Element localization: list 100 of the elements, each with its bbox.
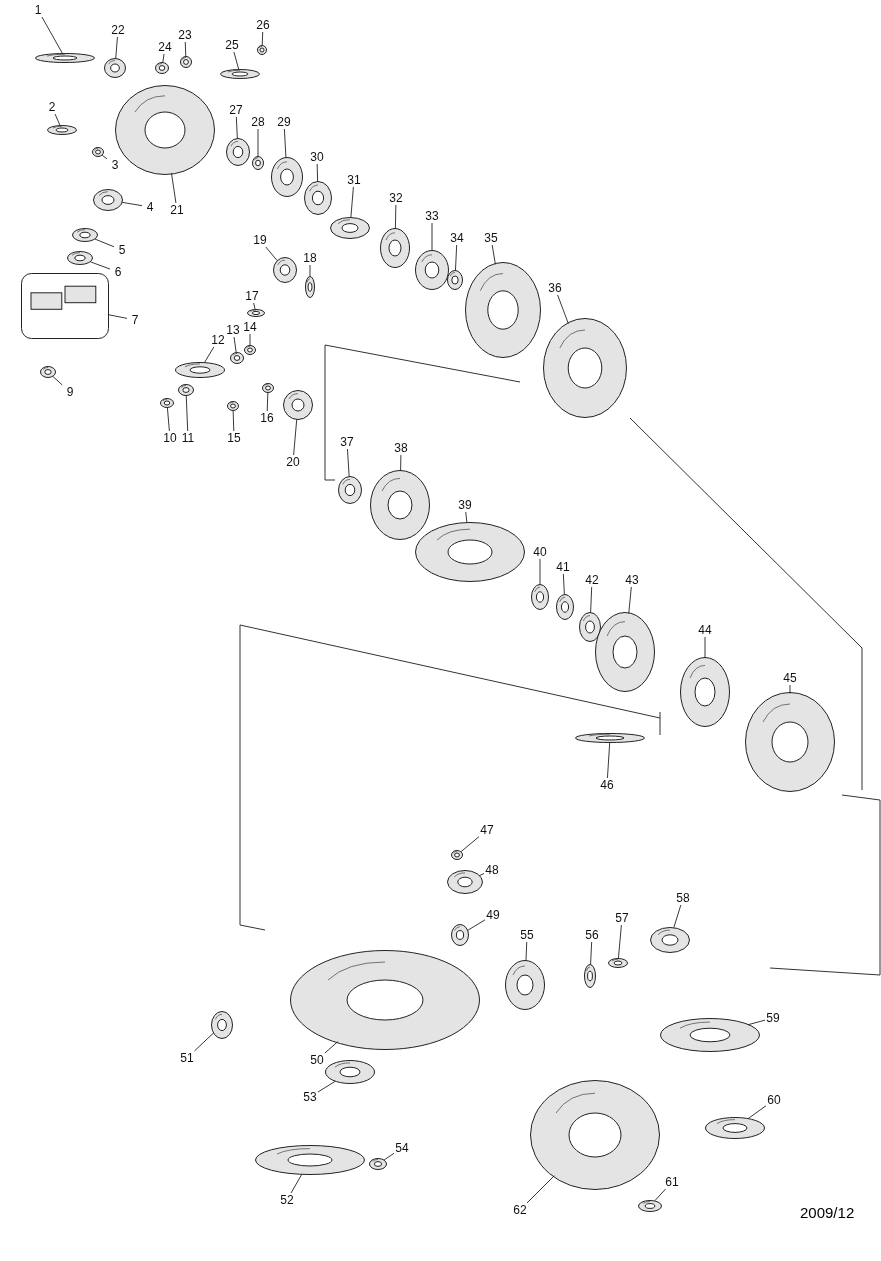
part-drawing (40, 366, 56, 378)
part-drawing (230, 352, 244, 364)
part-drawing (369, 1158, 387, 1170)
leader-line (562, 573, 565, 595)
callout-number: 28 (250, 115, 266, 129)
leader-line (232, 410, 235, 432)
leader-line (347, 448, 350, 477)
callout-number: 44 (697, 623, 713, 637)
callout-number: 3 (107, 158, 123, 172)
leader-line (41, 16, 63, 54)
callout-number: 41 (555, 560, 571, 574)
part-drawing (451, 850, 463, 860)
leader-line (673, 904, 682, 929)
leader-line (290, 1173, 303, 1194)
callout-number: 42 (584, 573, 600, 587)
callout-number: 18 (302, 251, 318, 265)
leader-line (162, 53, 165, 63)
part-drawing (638, 1200, 662, 1212)
leader-line (704, 636, 706, 659)
part-drawing (262, 383, 274, 393)
leader-line (266, 392, 269, 412)
part-drawing (226, 138, 250, 166)
part-drawing (415, 522, 525, 582)
callout-number: 47 (479, 823, 495, 837)
leader-line (171, 172, 177, 204)
callout-number: 57 (614, 911, 630, 925)
callout-number: 7 (127, 313, 143, 327)
leader-line (526, 1175, 555, 1204)
part-drawing (745, 692, 835, 792)
leader-line (465, 511, 468, 524)
leader-line (316, 163, 319, 182)
leader-line (54, 113, 61, 126)
callout-number: 59 (765, 1011, 781, 1025)
callout-number: 14 (242, 320, 258, 334)
leader-line (455, 244, 458, 271)
part-drawing (380, 228, 410, 268)
part-drawing (92, 147, 104, 157)
leader-line (193, 1032, 214, 1052)
part-drawing (257, 45, 267, 55)
leader-line (590, 586, 593, 613)
leader-line (539, 558, 541, 585)
callout-number: 10 (162, 431, 178, 445)
part-drawing (283, 390, 313, 420)
callout-number: 52 (279, 1193, 295, 1207)
leader-line (479, 873, 485, 876)
part-drawing (465, 262, 541, 358)
leader-line (184, 41, 187, 57)
part-drawing (451, 924, 469, 946)
leader-line (324, 1041, 339, 1054)
callout-number: 54 (394, 1141, 410, 1155)
part-drawing (705, 1117, 765, 1139)
part-drawing (608, 958, 628, 968)
leader-line (628, 586, 632, 614)
callout-number: 62 (512, 1203, 528, 1217)
leader-line (394, 204, 397, 230)
date-label: 2009/12 (800, 1204, 855, 1221)
leader-line (233, 336, 237, 353)
leader-line (525, 941, 528, 962)
leader-line (747, 1105, 767, 1119)
callout-number: 12 (210, 333, 226, 347)
callout-number: 15 (226, 431, 242, 445)
leader-line (293, 419, 298, 456)
callout-number: 6 (110, 265, 126, 279)
callout-number: 5 (114, 243, 130, 257)
part-drawing (93, 189, 123, 211)
callout-number: 16 (259, 411, 275, 425)
leader-line (607, 742, 611, 779)
callout-number: 4 (142, 200, 158, 214)
part-drawing (211, 1011, 233, 1039)
callout-number: 11 (180, 431, 196, 445)
callout-number: 26 (255, 18, 271, 32)
callout-number: 38 (393, 441, 409, 455)
part-drawing (273, 257, 297, 283)
part-drawing (271, 157, 303, 197)
part-drawing (175, 362, 225, 378)
leader-line (101, 154, 108, 160)
part-drawing (531, 584, 549, 610)
callout-number: 53 (302, 1090, 318, 1104)
callout-number: 25 (224, 38, 240, 52)
callout-number: 17 (244, 289, 260, 303)
part-drawing (650, 927, 690, 953)
part-drawing (244, 345, 256, 355)
part-drawing (584, 964, 596, 988)
callout-number: 39 (457, 498, 473, 512)
callout-number: 40 (532, 545, 548, 559)
leader-line (261, 31, 264, 46)
leader-line (400, 454, 402, 472)
callout-number: 2 (44, 100, 60, 114)
leader-line (108, 314, 128, 319)
part-drawing (579, 612, 601, 642)
part-drawing (67, 251, 93, 265)
leader-line (654, 1188, 667, 1202)
part-drawing (247, 309, 265, 317)
leader-line (383, 1152, 395, 1161)
leader-line (317, 1080, 336, 1093)
part-drawing (543, 318, 627, 418)
part-drawing (290, 950, 480, 1050)
callout-number: 48 (484, 863, 500, 877)
part-drawing (530, 1080, 660, 1190)
callout-number: 43 (624, 573, 640, 587)
